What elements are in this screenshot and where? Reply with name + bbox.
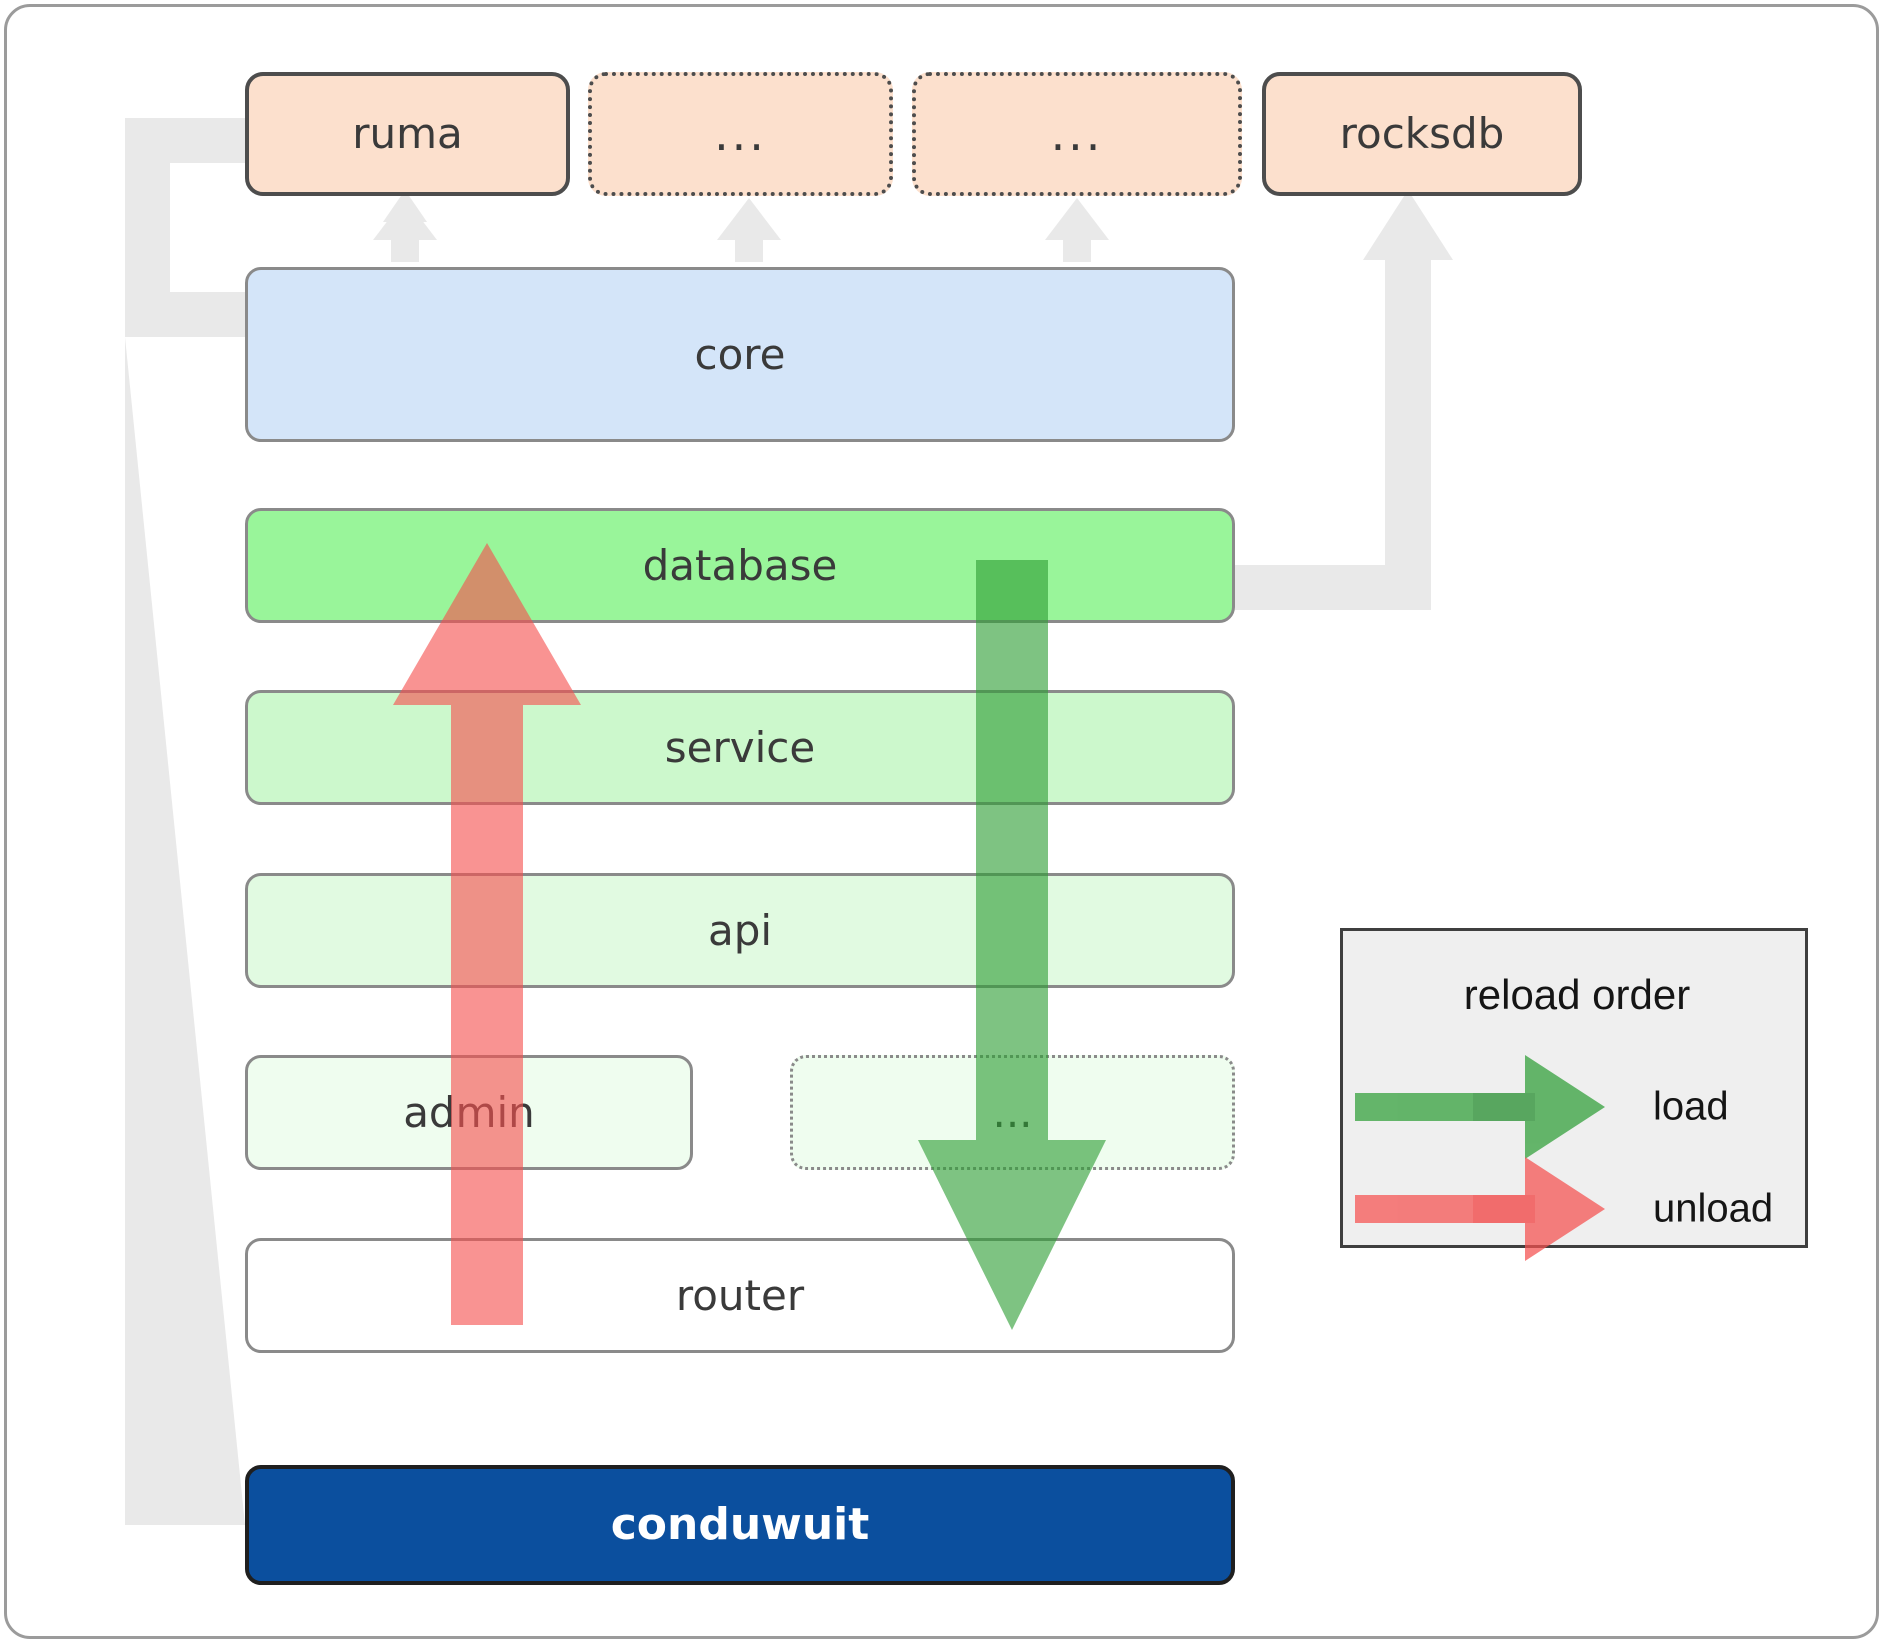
binary-label-conduwuit: conduwuit	[610, 1499, 870, 1550]
connector-database-to-rocksdb	[1235, 190, 1453, 610]
binary-box-conduwuit[interactable]: conduwuit	[245, 1465, 1235, 1585]
layer-label-service: service	[664, 722, 816, 772]
dependency-label-ruma: ruma	[352, 109, 463, 158]
dependency-box-dots-1[interactable]: ...	[588, 72, 893, 196]
layer-box-router[interactable]: router	[245, 1238, 1235, 1353]
layer-box-api[interactable]: api	[245, 873, 1235, 988]
layer-label-router: router	[675, 1270, 805, 1320]
dependency-box-ruma[interactable]: ruma	[245, 72, 570, 196]
legend-row-load: load	[1343, 1055, 1811, 1159]
layer-box-core[interactable]: core	[245, 267, 1235, 442]
unload-flow-arrow	[393, 543, 581, 1325]
dependency-label-dots-2: ...	[1050, 107, 1104, 161]
connector-conduwuit-to-deps	[125, 96, 390, 1525]
legend-title: reload order	[1463, 971, 1691, 1018]
dependency-box-rocksdb[interactable]: rocksdb	[1262, 72, 1582, 196]
legend-unload-arrow-icon	[1355, 1157, 1605, 1261]
dependency-box-dots-2[interactable]: ...	[912, 72, 1242, 196]
connector-core-to-dots1	[717, 198, 781, 262]
legend-load-arrow-icon	[1355, 1055, 1605, 1159]
legend-panel: reload order load unload	[1340, 928, 1811, 1261]
legend-label-unload: unload	[1653, 1186, 1774, 1231]
dependency-label-rocksdb: rocksdb	[1339, 109, 1505, 158]
legend-row-unload: unload	[1343, 1157, 1811, 1261]
legend-label-load: load	[1653, 1084, 1729, 1129]
layer-label-api: api	[707, 905, 773, 955]
load-flow-arrow	[918, 560, 1106, 1330]
layer-label-database: database	[642, 540, 838, 590]
layer-label-core: core	[694, 329, 786, 379]
connector-core-to-dots2	[1045, 198, 1109, 262]
dependency-label-dots-1: ...	[714, 107, 767, 161]
connector-core-to-ruma	[373, 190, 437, 262]
layer-box-service[interactable]: service	[245, 690, 1235, 805]
layer-box-database[interactable]: database	[245, 508, 1235, 623]
